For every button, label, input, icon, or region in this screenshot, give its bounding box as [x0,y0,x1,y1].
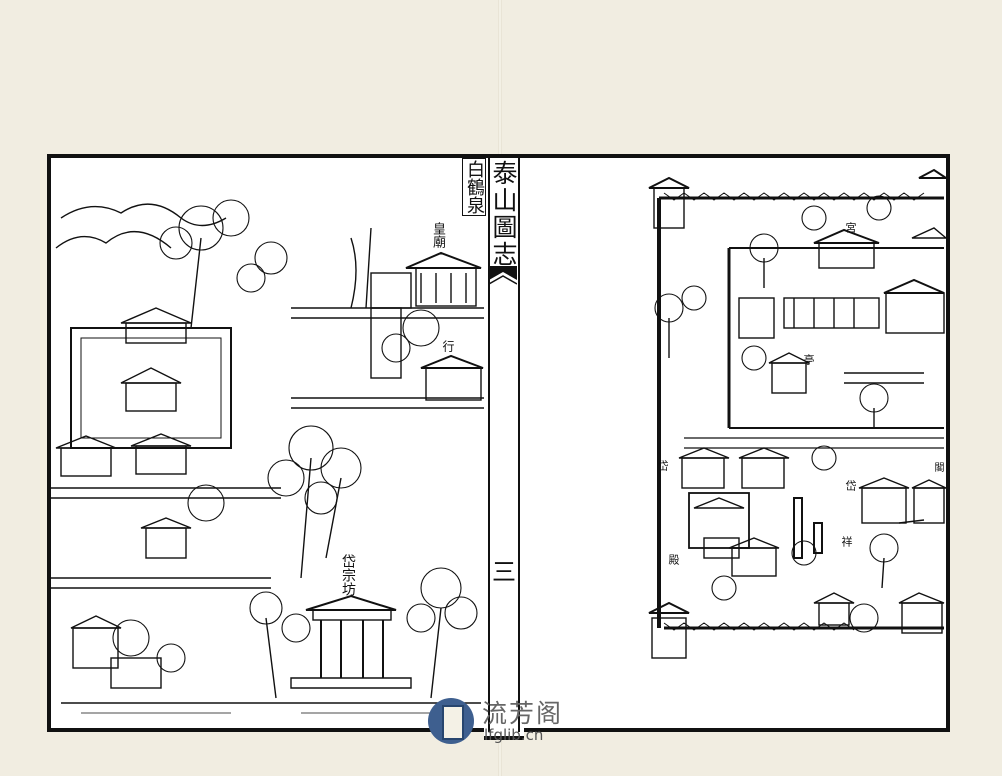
spine-rule-left [488,154,490,732]
label-shrine: 祥 [840,536,853,547]
book-title: 泰山圖志 [489,160,518,268]
left-page-illustration [47,154,493,732]
label-courtyard: 岱 [844,480,857,491]
label-imperial-temple: 皇廟 [430,222,445,248]
label-pavilion: 亭 [802,354,815,365]
label-palace: 宮 [844,222,857,233]
watermark-name: 流芳阁 [482,699,564,728]
label-white-crane-spring: 白鶴泉 [462,158,486,216]
watermark-url: lfglib.cn [484,726,544,744]
label-side-gate: 岱 [656,460,669,471]
label-daizong-archway: 岱宗坊 [340,554,356,596]
fishtail-mark-icon [489,266,517,285]
book-spine-margin [484,154,524,740]
label-travel-palace: 行 [441,340,455,352]
right-page-illustration [524,154,950,732]
spine-rule-right [518,154,520,732]
label-hall: 殿 [667,554,680,565]
label-gate: 閣 [932,462,943,472]
right-woodblock-print [648,168,946,659]
book-icon [442,705,464,740]
page-number: 三 [492,558,516,586]
site-watermark: 流芳阁 lfglib.cn [428,694,584,750]
left-woodblock-print [51,199,491,714]
